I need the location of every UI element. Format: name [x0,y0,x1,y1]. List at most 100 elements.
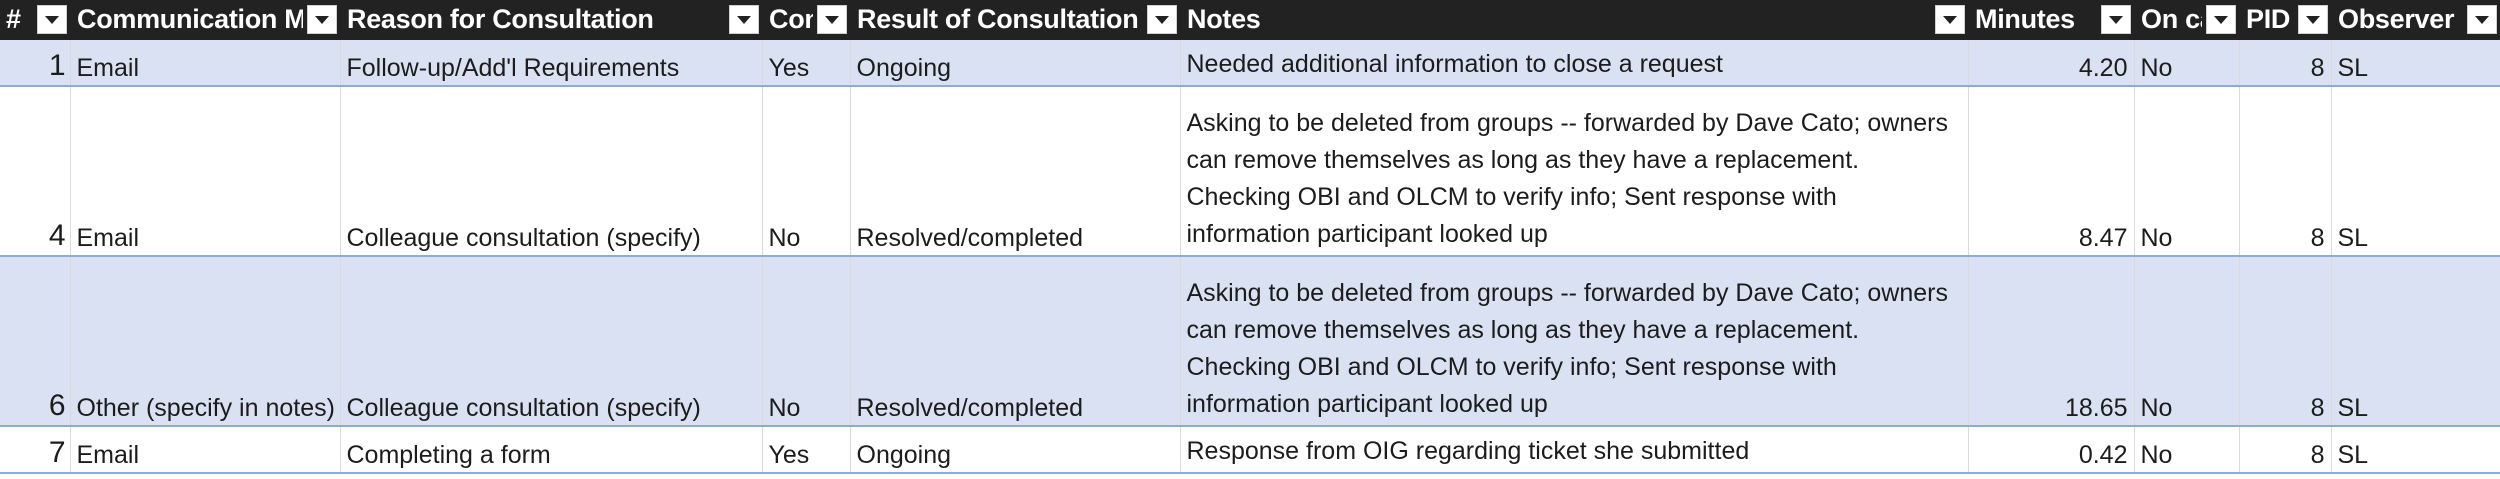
cell-minutes[interactable]: 0.42 [1968,426,2135,474]
cell-text: Yes [768,441,810,469]
filter-dropdown-icon[interactable] [307,5,337,34]
column-header-label: Minutes [1975,4,2075,34]
cell-reason[interactable]: Colleague consultation (specify) [340,86,763,257]
cell-number[interactable]: 4 [0,86,71,257]
column-header-label: On call [2141,4,2202,34]
column-header-minutes[interactable]: Minutes [1968,0,2135,40]
cell-text: Asking to be deleted from groups -- forw… [1186,109,1949,248]
filter-dropdown-icon[interactable] [2101,5,2131,34]
cell-observer[interactable]: SL [2331,40,2500,87]
cell-text: 4 [48,219,66,252]
cell-text: 0.42 [2078,441,2128,469]
cell-minutes[interactable]: 4.20 [1968,40,2135,87]
cell-text: Resolved/completed [856,224,1084,252]
cell-pid[interactable]: 8 [2239,256,2332,427]
cell-text: No [2140,394,2173,422]
cell-reason[interactable]: Colleague consultation (specify) [340,256,763,427]
column-header-number[interactable]: # [0,0,71,40]
cell-on-call[interactable]: No [2134,256,2240,427]
cell-text: Colleague consultation (specify) [346,224,701,252]
filter-dropdown-icon[interactable] [2467,5,2497,34]
cell-text: Follow-up/Add'l Requirements [346,54,680,82]
cell-text: Yes [768,54,810,82]
cell-text: Completing a form [346,441,551,469]
column-header-observer[interactable]: Observer [2331,0,2500,40]
column-header-label: Notes [1187,4,1261,34]
cell-text: 4.20 [2078,54,2128,82]
cell-number[interactable]: 1 [0,40,71,87]
filter-dropdown-icon[interactable] [2298,5,2328,34]
column-header-label: Contact [769,4,813,34]
cell-result[interactable]: Ongoing [850,426,1181,474]
filter-dropdown-icon[interactable] [37,5,67,34]
cell-text: No [2140,54,2173,82]
cell-minutes[interactable]: 8.47 [1968,86,2135,257]
filter-dropdown-icon[interactable] [2206,5,2236,34]
cell-text: SL [2337,224,2369,252]
cell-result[interactable]: Ongoing [850,40,1181,87]
cell-communication-method[interactable]: Email [70,86,341,257]
cell-contact[interactable]: Yes [762,40,851,87]
cell-pid[interactable]: 8 [2239,40,2332,87]
cell-observer[interactable]: SL [2331,86,2500,257]
cell-on-call[interactable]: No [2134,86,2240,257]
cell-on-call[interactable]: No [2134,40,2240,87]
column-header-label: Communication Method [77,4,303,34]
cell-text: 7 [48,436,66,469]
cell-notes[interactable]: Response from OIG regarding ticket she s… [1180,426,1969,474]
cell-reason[interactable]: Completing a form [340,426,763,474]
filter-dropdown-icon[interactable] [817,5,847,34]
cell-pid[interactable]: 8 [2239,426,2332,474]
cell-number[interactable]: 7 [0,426,71,474]
cell-text: 8 [2310,224,2325,252]
cell-pid[interactable]: 8 [2239,86,2332,257]
column-header-pid[interactable]: PID [2239,0,2332,40]
column-header-label: Reason for Consultation [347,4,654,34]
column-header-label: # [6,4,21,34]
cell-notes[interactable]: Asking to be deleted from groups -- forw… [1180,86,1969,257]
cell-contact[interactable]: No [762,256,851,427]
column-header-label: Observer [2338,4,2455,34]
cell-text: Resolved/completed [856,394,1084,422]
cell-text: 8 [2310,441,2325,469]
cell-text: No [768,394,801,422]
column-header-communication-method[interactable]: Communication Method [70,0,341,40]
table-row: 1 Email Follow-up/Add'l Requirements Yes… [0,40,2500,87]
cell-contact[interactable]: Yes [762,426,851,474]
filter-dropdown-icon[interactable] [729,5,759,34]
cell-text: SL [2337,441,2369,469]
column-header-notes[interactable]: Notes [1180,0,1969,40]
column-header-contact[interactable]: Contact [762,0,851,40]
filter-dropdown-icon[interactable] [1935,5,1965,34]
cell-on-call[interactable]: No [2134,426,2240,474]
cell-number[interactable]: 6 [0,256,71,427]
column-header-result[interactable]: Result of Consultation [850,0,1181,40]
cell-notes[interactable]: Asking to be deleted from groups -- forw… [1180,256,1969,427]
cell-notes[interactable]: Needed additional information to close a… [1180,40,1969,87]
cell-text: 8.47 [2078,224,2128,252]
cell-text: Colleague consultation (specify) [346,394,701,422]
column-header-on-call[interactable]: On call [2134,0,2240,40]
cell-reason[interactable]: Follow-up/Add'l Requirements [340,40,763,87]
cell-observer[interactable]: SL [2331,256,2500,427]
cell-result[interactable]: Resolved/completed [850,86,1181,257]
cell-text: 8 [2310,394,2325,422]
column-header-reason[interactable]: Reason for Consultation [340,0,763,40]
cell-contact[interactable]: No [762,86,851,257]
cell-text: SL [2337,394,2369,422]
table-row: 4 Email Colleague consultation (specify)… [0,86,2500,257]
cell-text: 8 [2310,54,2325,82]
cell-communication-method[interactable]: Email [70,426,341,474]
table-row: 6 Other (specify in notes) Colleague con… [0,256,2500,427]
cell-result[interactable]: Resolved/completed [850,256,1181,427]
filter-dropdown-icon[interactable] [1147,5,1177,34]
cell-text: No [2140,224,2173,252]
cell-text: Other (specify in notes) [76,394,335,422]
cell-text: No [2140,441,2173,469]
cell-communication-method[interactable]: Other (specify in notes) [70,256,341,427]
cell-text: 18.65 [2064,394,2128,422]
cell-communication-method[interactable]: Email [70,40,341,87]
cell-minutes[interactable]: 18.65 [1968,256,2135,427]
cell-text: 1 [48,49,66,82]
cell-observer[interactable]: SL [2331,426,2500,474]
